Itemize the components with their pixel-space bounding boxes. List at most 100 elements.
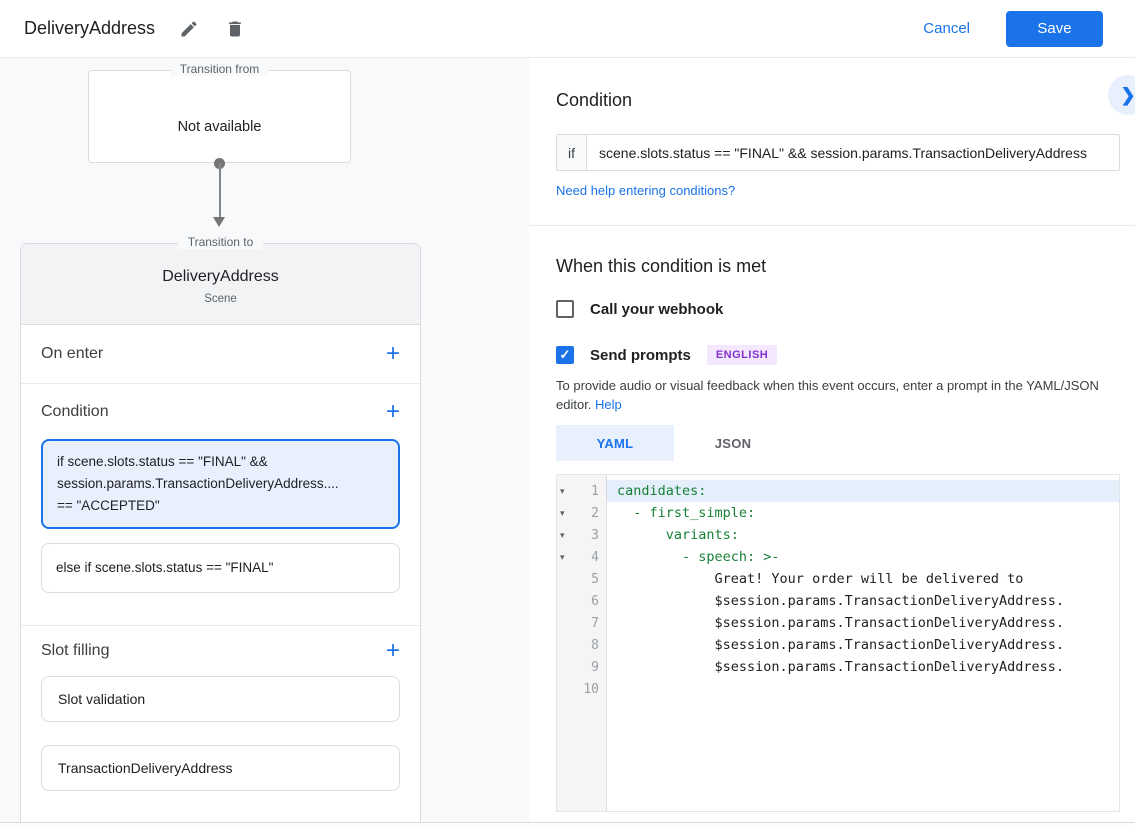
line-number: 1 xyxy=(591,483,599,499)
transition-from-box: Transition from Not available xyxy=(88,62,351,163)
add-on-enter-icon[interactable]: + xyxy=(385,340,400,367)
gutter-row: 7 xyxy=(557,612,606,634)
scene-type-label: Scene xyxy=(204,293,237,305)
condition-line: session.params.TransactionDeliveryAddres… xyxy=(57,476,339,491)
add-condition-icon[interactable]: + xyxy=(385,397,400,425)
code-line[interactable] xyxy=(607,678,1119,700)
webhook-row: Call your webhook xyxy=(556,300,1120,318)
fold-toggle-icon[interactable]: ▾ xyxy=(560,507,565,518)
condition-met-heading: When this condition is met xyxy=(556,256,767,276)
panel-title: Condition xyxy=(556,90,633,110)
checkmark-icon: ✓ xyxy=(559,347,571,362)
code-line[interactable]: - speech: >- xyxy=(617,549,780,565)
send-prompts-label: Send prompts xyxy=(590,346,691,364)
code-line[interactable]: candidates: xyxy=(607,480,1119,502)
fold-toggle-icon[interactable]: ▾ xyxy=(560,485,565,496)
if-label: if xyxy=(557,135,587,170)
webhook-checkbox[interactable] xyxy=(556,300,574,318)
delete-scene-button[interactable] xyxy=(223,17,247,41)
trash-icon xyxy=(229,21,241,36)
condition-line: else if scene.slots.status == "FINAL" xyxy=(56,560,274,575)
code-line[interactable]: Great! Your order will be delivered to xyxy=(617,571,1024,587)
slot-validation-item[interactable]: Slot validation xyxy=(41,676,400,722)
condition-item-selected[interactable]: if scene.slots.status == "FINAL" && sess… xyxy=(41,439,400,529)
helper-text: To provide audio or visual feedback when… xyxy=(556,378,1099,412)
condition-expression-row: if scene.slots.status == "FINAL" && sess… xyxy=(556,134,1120,171)
language-badge: ENGLISH xyxy=(706,345,778,365)
condition-expression-input[interactable]: scene.slots.status == "FINAL" && session… xyxy=(599,144,1087,161)
divider xyxy=(21,383,420,384)
scene-card-header: DeliveryAddress Scene xyxy=(21,244,420,325)
line-number: 9 xyxy=(591,659,599,675)
spacer xyxy=(21,804,420,822)
chevron-right-icon: ❯ xyxy=(1120,84,1135,105)
gutter-row: 8 xyxy=(557,634,606,656)
fold-toggle-icon[interactable]: ▾ xyxy=(560,529,565,540)
line-number: 10 xyxy=(583,681,599,697)
connector-arrowhead-icon xyxy=(213,217,225,227)
gutter-row: ▾4 xyxy=(557,546,606,568)
scene-name: DeliveryAddress xyxy=(162,268,279,285)
line-number: 4 xyxy=(591,549,599,565)
slot-item[interactable]: TransactionDeliveryAddress xyxy=(41,745,400,791)
code-line[interactable]: $session.params.TransactionDeliveryAddre… xyxy=(617,637,1065,653)
line-number: 6 xyxy=(591,593,599,609)
gutter-row: 5 xyxy=(557,568,606,590)
prompt-helper-text: To provide audio or visual feedback when… xyxy=(556,376,1116,414)
divider xyxy=(21,625,420,626)
add-slot-icon[interactable]: + xyxy=(385,637,400,664)
conditions-help-link[interactable]: Need help entering conditions? xyxy=(556,183,736,198)
fold-toggle-icon[interactable]: ▾ xyxy=(560,551,565,562)
send-prompts-checkbox[interactable]: ✓ xyxy=(556,346,574,364)
condition-item[interactable]: else if scene.slots.status == "FINAL" xyxy=(41,543,400,593)
line-number: 2 xyxy=(591,505,599,521)
collapse-panel-button[interactable]: ❯ xyxy=(1108,75,1135,115)
gutter-row: ▾3 xyxy=(557,524,606,546)
send-prompts-row: ✓ Send prompts ENGLISH xyxy=(556,345,1120,365)
transition-from-value: Not available xyxy=(177,119,262,135)
code-line[interactable]: $session.params.TransactionDeliveryAddre… xyxy=(617,659,1065,675)
scene-flow-panel: Transition from Not available Transition… xyxy=(0,58,529,827)
divider xyxy=(529,225,1135,226)
transition-to-card: Transition to DeliveryAddress Scene On e… xyxy=(20,235,421,827)
top-bar: DeliveryAddress Cancel Save xyxy=(0,0,1135,58)
code-line[interactable]: $session.params.TransactionDeliveryAddre… xyxy=(617,615,1065,631)
section-on-enter[interactable]: On enter + xyxy=(21,325,420,383)
help-link[interactable]: Help xyxy=(595,397,622,412)
gutter-row: ▾1 xyxy=(557,480,606,502)
code-line[interactable]: - first_simple: xyxy=(617,505,756,521)
tab-yaml[interactable]: YAML xyxy=(556,425,674,461)
condition-detail-panel: ❯ Condition if scene.slots.status == "FI… xyxy=(529,58,1135,827)
gutter-row: 10 xyxy=(557,678,606,700)
gutter-row: ▾2 xyxy=(557,502,606,524)
section-slot-filling[interactable]: Slot filling + xyxy=(21,626,420,676)
cancel-button[interactable]: Cancel xyxy=(923,20,970,37)
section-condition[interactable]: Condition + xyxy=(21,384,420,439)
window-bottom-edge xyxy=(0,822,1135,827)
editor-code[interactable]: candidates: - first_simple: variants: - … xyxy=(607,475,1119,811)
pencil-icon xyxy=(181,20,197,36)
main-content: Transition from Not available Transition… xyxy=(0,58,1135,827)
line-number: 3 xyxy=(591,527,599,543)
edit-title-button[interactable] xyxy=(177,17,201,41)
line-number: 8 xyxy=(591,637,599,653)
condition-line: if scene.slots.status == "FINAL" && xyxy=(57,454,268,469)
code-line[interactable]: variants: xyxy=(617,527,739,543)
gutter-row: 6 xyxy=(557,590,606,612)
connector-line xyxy=(218,163,221,218)
line-number: 7 xyxy=(591,615,599,631)
tab-json[interactable]: JSON xyxy=(714,435,752,451)
slot-filling-label: Slot filling xyxy=(41,642,110,659)
spacer xyxy=(21,607,420,625)
transition-to-label: Transition to xyxy=(177,235,264,249)
spacer xyxy=(21,735,420,745)
webhook-label: Call your webhook xyxy=(590,300,724,318)
transition-from-label: Transition from xyxy=(169,62,270,76)
save-button[interactable]: Save xyxy=(1006,10,1103,47)
code-line[interactable]: $session.params.TransactionDeliveryAddre… xyxy=(617,593,1065,609)
on-enter-label: On enter xyxy=(41,345,104,362)
condition-label: Condition xyxy=(41,402,109,420)
gutter-row: 9 xyxy=(557,656,606,678)
